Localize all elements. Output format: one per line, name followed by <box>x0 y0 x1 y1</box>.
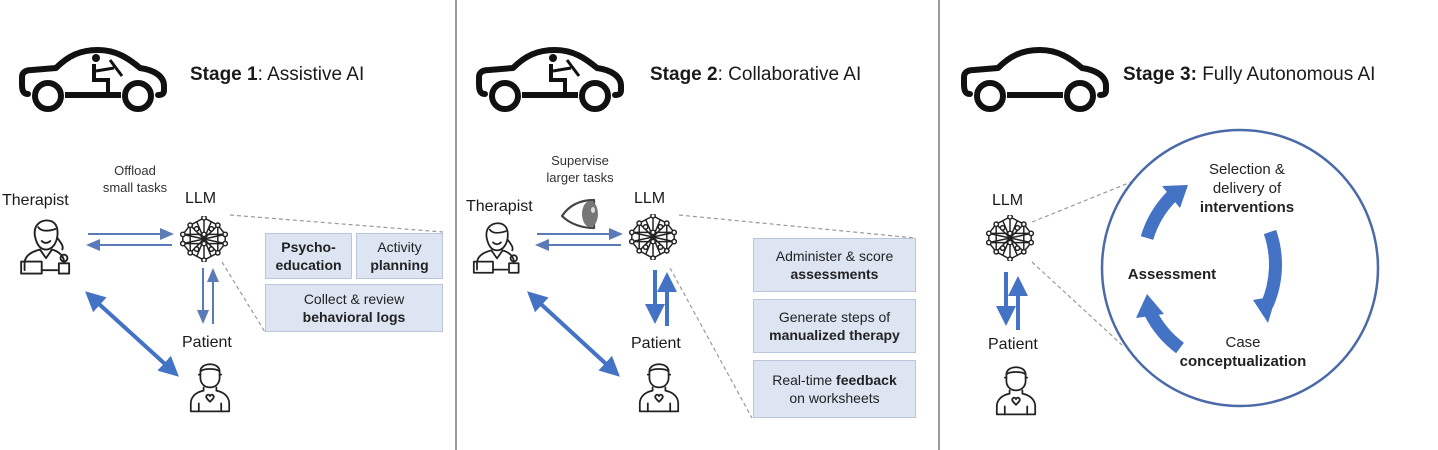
patient-label: Patient <box>988 336 1038 353</box>
therapist-patient-arrow <box>85 291 179 377</box>
dashed-callout-top <box>678 214 916 239</box>
cycle-arrow-assessment-to-interventions <box>1140 191 1177 241</box>
stage-1-panel: Stage 1: Assistive AI Offload small task… <box>0 0 455 450</box>
stage-2-title: Stage 2: Collaborative AI <box>650 64 861 86</box>
therapist-label: Therapist <box>466 198 533 215</box>
stage-1-title: Stage 1: Assistive AI <box>190 64 364 86</box>
therapist-patient-arrow <box>527 291 620 377</box>
stage-3-graphics <box>996 128 1380 408</box>
eye-icon <box>560 198 598 230</box>
cycle-arrow-head-3 <box>1136 294 1164 318</box>
dashed-callout-bottom <box>221 261 266 333</box>
dashed-callout-top <box>1031 179 1137 223</box>
cycle-arrow-head-1 <box>1162 185 1188 208</box>
task-manualized-therapy: Generate steps of manualized therapy <box>753 299 916 353</box>
patient-icon <box>992 358 1040 418</box>
task-activity-planning: Activity planning <box>356 233 443 279</box>
cycle-step-assessment: Assessment <box>1127 266 1217 283</box>
dashed-callout-bottom <box>1031 261 1123 346</box>
task-behavioral-logs: Collect & review behavioral logs <box>265 284 443 332</box>
divider-2 <box>938 0 940 450</box>
patient-icon <box>186 355 234 415</box>
stage-3-title-bold: Stage 3: <box>1123 64 1197 85</box>
relation-label: Supervise larger tasks <box>546 153 614 185</box>
task-worksheet-feedback: Real-time feedback on worksheets <box>753 360 916 418</box>
therapist-llm-arrows <box>85 214 444 377</box>
patient-label: Patient <box>182 334 232 351</box>
stage-2-title-rest: : Collaborative AI <box>717 64 862 85</box>
llm-label: LLM <box>185 190 217 207</box>
cycle-arrow-interventions-to-case <box>1260 229 1282 308</box>
stage-2-arrows <box>527 214 916 419</box>
relation-label: Offload small tasks <box>102 163 168 195</box>
patient-label: Patient <box>631 335 681 352</box>
stage-3-panel: Stage 3: Fully Autonomous AI LLM Selecti… <box>940 0 1438 450</box>
stage-2-panel: Stage 2: Collaborative AI Supervise larg… <box>457 0 937 450</box>
dashed-callout-top <box>229 214 444 233</box>
dashed-callout-bottom <box>669 267 753 419</box>
llm-label: LLM <box>992 192 1024 209</box>
cycle-step-case-conceptualization: Case conceptualization <box>1179 334 1307 370</box>
stage-3-title-rest: Fully Autonomous AI <box>1196 64 1376 85</box>
cycle-step-interventions: Selection & delivery of interventions <box>1199 161 1295 216</box>
task-assessments: Administer & score assessments <box>753 238 916 292</box>
stage-2-title-bold: Stage 2 <box>650 64 718 85</box>
patient-icon <box>635 355 683 415</box>
cycle-arrow-head-2 <box>1253 296 1276 323</box>
stage-1-title-bold: Stage 1 <box>190 64 258 85</box>
stage-1-title-rest: : Assistive AI <box>257 64 365 85</box>
task-psycho-education: Psycho- education <box>265 233 352 279</box>
llm-label: LLM <box>634 190 666 207</box>
stage-3-title: Stage 3: Fully Autonomous AI <box>1123 64 1375 86</box>
therapy-cycle-circle <box>1100 128 1380 408</box>
divider-1 <box>455 0 457 450</box>
therapist-label: Therapist <box>2 192 69 209</box>
